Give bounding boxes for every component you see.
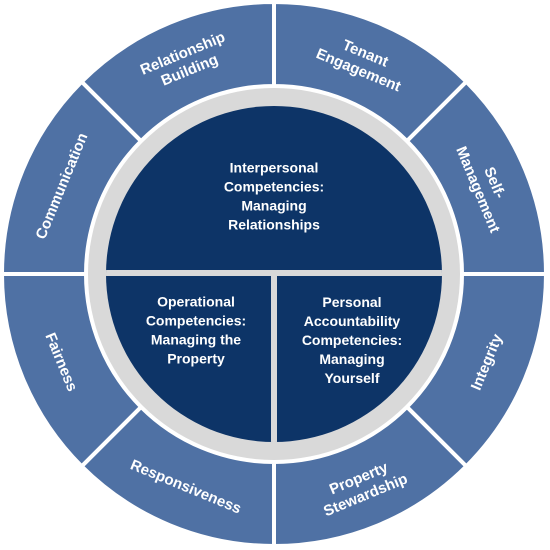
label-line: Personal (322, 294, 381, 310)
label-line: Property (167, 351, 225, 367)
label-line: Competencies: (302, 332, 402, 348)
label-line: Yourself (325, 370, 380, 386)
label-line: Managing (241, 198, 306, 214)
label-line: Competencies: (224, 179, 324, 195)
label-line: Relationships (228, 217, 320, 233)
label-line: Operational (157, 294, 235, 310)
label-line: Competencies: (146, 313, 246, 329)
label-line: Managing (319, 351, 384, 367)
label-line: Interpersonal (230, 160, 319, 176)
label-line: Accountability (304, 313, 401, 329)
label-line: Managing the (151, 332, 241, 348)
segment-fairness (0, 272, 144, 470)
core-circle (106, 106, 442, 442)
